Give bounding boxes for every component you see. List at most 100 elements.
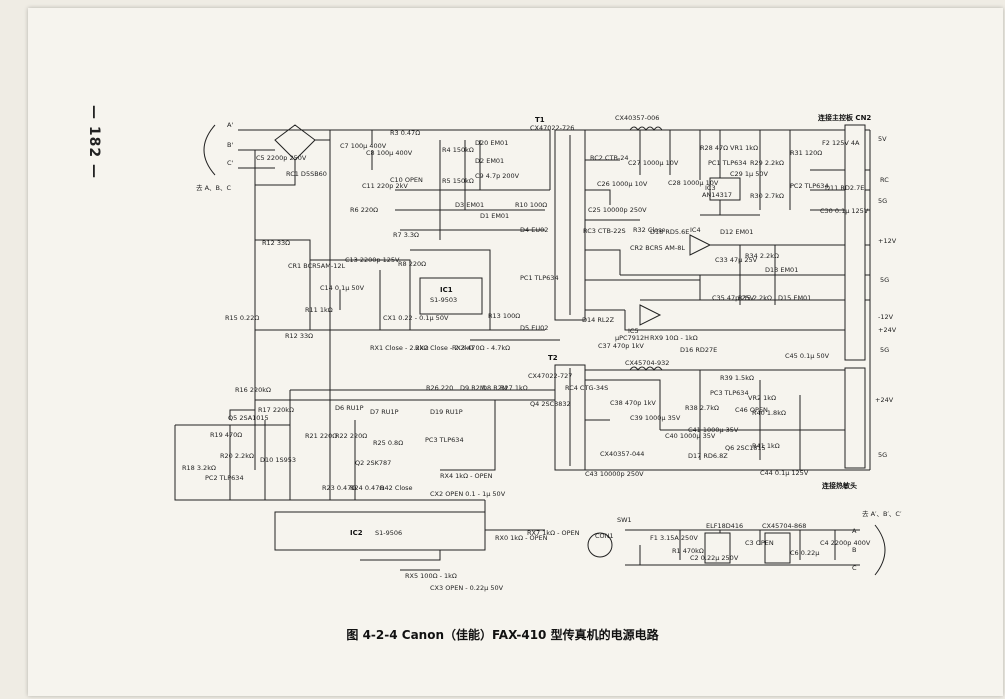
svg-text:R16 220kΩ: R16 220kΩ <box>235 386 271 394</box>
svg-text:R41 1kΩ: R41 1kΩ <box>752 442 780 450</box>
svg-text:R28 47Ω: R28 47Ω <box>700 144 728 152</box>
ac-input-section: A' B' C' 去 A、B、C RC1 D5SB60 <box>196 121 327 192</box>
svg-text:5G: 5G <box>878 451 887 459</box>
svg-text:C30 0.1μ 125V: C30 0.1μ 125V <box>820 207 869 215</box>
svg-text:CR2 BCR5 AM-8L: CR2 BCR5 AM-8L <box>630 244 685 252</box>
svg-text:D16 RD27E: D16 RD27E <box>680 346 717 354</box>
svg-text:C10 OPEN: C10 OPEN <box>390 176 423 184</box>
svg-text:D15 EM01: D15 EM01 <box>778 294 811 302</box>
svg-text:去 A′、B′、C′: 去 A′、B′、C′ <box>862 509 902 518</box>
svg-text:+12V: +12V <box>878 237 897 245</box>
svg-text:D19 RU1P: D19 RU1P <box>430 408 463 416</box>
inductor-l5: CX40357-044 <box>600 450 644 458</box>
svg-text:5G: 5G <box>880 346 889 354</box>
svg-text:R23 0.47Ω: R23 0.47Ω <box>322 484 356 492</box>
svg-text:CX47022-726: CX47022-726 <box>530 124 574 132</box>
svg-text:+24V: +24V <box>875 396 894 404</box>
svg-text:R24 0.47Ω: R24 0.47Ω <box>350 484 384 492</box>
svg-text:CX3 OPEN - 0.22μ 50V: CX3 OPEN - 0.22μ 50V <box>430 584 504 592</box>
transformer-t1: T1 CX47022-726 <box>530 116 586 321</box>
wire-network <box>174 124 871 571</box>
svg-text:F1 3.15A 250V: F1 3.15A 250V <box>650 534 698 542</box>
svg-text:C13 2200p 125V: C13 2200p 125V <box>345 256 400 264</box>
svg-text:C43 10000p 250V: C43 10000p 250V <box>585 470 644 478</box>
svg-text:T2: T2 <box>548 354 558 362</box>
component-labels: C5 2200p 250V C7 100μ 400V C8 100μ 400V … <box>182 129 871 592</box>
svg-text:RX9 10Ω - 1kΩ: RX9 10Ω - 1kΩ <box>650 334 698 342</box>
svg-text:C45 0.1μ 50V: C45 0.1μ 50V <box>785 352 830 360</box>
svg-text:ELF18D416: ELF18D416 <box>706 522 743 530</box>
svg-text:R12 33Ω: R12 33Ω <box>262 239 290 247</box>
svg-text:PC2 TLP634: PC2 TLP634 <box>205 474 244 482</box>
svg-text:D11 RD2.7E: D11 RD2.7E <box>825 184 864 192</box>
svg-text:CX1 0.22 - 0.1μ 50V: CX1 0.22 - 0.1μ 50V <box>383 314 449 322</box>
svg-text:D4 EU02: D4 EU02 <box>520 226 548 234</box>
svg-text:R15 0.22Ω: R15 0.22Ω <box>225 314 259 322</box>
svg-text:CON1: CON1 <box>595 532 614 540</box>
svg-text:C6 0.22μ: C6 0.22μ <box>790 549 819 557</box>
svg-text:IC1: IC1 <box>440 286 453 294</box>
svg-text:VR1 1kΩ: VR1 1kΩ <box>730 144 758 152</box>
svg-text:R30 2.7kΩ: R30 2.7kΩ <box>750 192 784 200</box>
svg-text:RX2 Close - 2.2kΩ: RX2 Close - 2.2kΩ <box>415 344 473 352</box>
svg-text:SW1: SW1 <box>617 516 632 524</box>
svg-text:F2 125V 4A: F2 125V 4A <box>822 139 860 147</box>
svg-text:IC3: IC3 <box>705 184 716 192</box>
inductor-l3: CX45704-932 <box>625 359 669 371</box>
svg-text:R4 150kΩ: R4 150kΩ <box>442 146 474 154</box>
line-filter-l2: CX45704-868 <box>762 522 806 564</box>
svg-text:R11 1kΩ: R11 1kΩ <box>305 306 333 314</box>
svg-text:T1: T1 <box>535 116 545 124</box>
svg-text:R13 100Ω: R13 100Ω <box>488 312 520 320</box>
svg-text:C': C' <box>227 159 234 167</box>
svg-text:R32 Close: R32 Close <box>633 226 666 234</box>
svg-text:R29 2.2kΩ: R29 2.2kΩ <box>750 159 784 167</box>
svg-text:PC3 TLP634: PC3 TLP634 <box>425 436 464 444</box>
svg-text:RC: RC <box>880 176 889 184</box>
transformer-t2: T2 CX47022-727 <box>528 354 586 471</box>
svg-text:5V: 5V <box>878 135 887 143</box>
svg-text:C41 1000μ 35V: C41 1000μ 35V <box>688 426 739 434</box>
ic1-s1-9503: IC1 S1-9503 <box>419 277 483 315</box>
svg-text:A: A <box>852 527 857 535</box>
svg-text:R18 3.2kΩ: R18 3.2kΩ <box>182 464 216 472</box>
svg-text:C44 0.1μ 125V: C44 0.1μ 125V <box>760 469 809 477</box>
svg-text:C27 1000μ 10V: C27 1000μ 10V <box>628 159 679 167</box>
svg-text:R17 220kΩ: R17 220kΩ <box>258 406 294 414</box>
svg-text:D12 EM01: D12 EM01 <box>720 228 753 236</box>
svg-text:C40 1000μ 35V: C40 1000μ 35V <box>665 432 716 440</box>
svg-text:Q2 2SK787: Q2 2SK787 <box>355 459 391 467</box>
svg-text:R22 220Ω: R22 220Ω <box>335 432 367 440</box>
svg-text:C2 0.22μ 250V: C2 0.22μ 250V <box>690 554 739 562</box>
figure-caption: 图 4-2-4 Canon（佳能）FAX-410 型传真机的电源电路 <box>346 628 659 642</box>
svg-text:连接主控板 CN2: 连接主控板 CN2 <box>818 113 871 122</box>
ic5-upc7912h: IC5 μPC7912H <box>615 304 662 342</box>
svg-text:R8 220Ω: R8 220Ω <box>398 260 426 268</box>
svg-text:C11 220p 2kV: C11 220p 2kV <box>362 182 408 190</box>
svg-text:R19 470Ω: R19 470Ω <box>210 431 242 439</box>
svg-text:D2 EM01: D2 EM01 <box>475 157 504 165</box>
svg-text:D1 EM01: D1 EM01 <box>480 212 509 220</box>
svg-text:A': A' <box>227 121 233 129</box>
svg-text:R12 33Ω: R12 33Ω <box>285 332 313 340</box>
svg-text:R21 220Ω: R21 220Ω <box>305 432 337 440</box>
svg-text:R1 470kΩ: R1 470kΩ <box>672 547 704 555</box>
svg-text:C46 OPEN: C46 OPEN <box>735 406 768 414</box>
connector-cn2: 连接主控板 CN2 5V RC 5G +12V 5G -12V +24V 5G <box>818 113 897 361</box>
svg-text:Q4 2SC3832: Q4 2SC3832 <box>530 400 571 408</box>
svg-text:VR2 1kΩ: VR2 1kΩ <box>748 394 776 402</box>
svg-text:B: B <box>852 546 856 554</box>
svg-text:RC4 CTG-34S: RC4 CTG-34S <box>565 384 608 392</box>
svg-text:C38 470p 1kV: C38 470p 1kV <box>610 399 656 407</box>
line-filter-l1: ELF18D416 <box>704 522 743 564</box>
svg-text:+24V: +24V <box>878 326 897 334</box>
svg-text:C26 1000μ 10V: C26 1000μ 10V <box>597 180 648 188</box>
svg-text:RC2 CTB-24: RC2 CTB-24 <box>590 154 629 162</box>
svg-text:C14 0.1μ 50V: C14 0.1μ 50V <box>320 284 365 292</box>
svg-text:R38 2.7kΩ: R38 2.7kΩ <box>685 404 719 412</box>
svg-text:C4 2200p 400V: C4 2200p 400V <box>820 539 871 547</box>
svg-text:R10 100Ω: R10 100Ω <box>515 201 547 209</box>
svg-text:R27 1kΩ: R27 1kΩ <box>500 384 528 392</box>
svg-text:R42 Close: R42 Close <box>380 484 413 492</box>
svg-text:D18 RD5.6E: D18 RD5.6E <box>650 228 689 236</box>
